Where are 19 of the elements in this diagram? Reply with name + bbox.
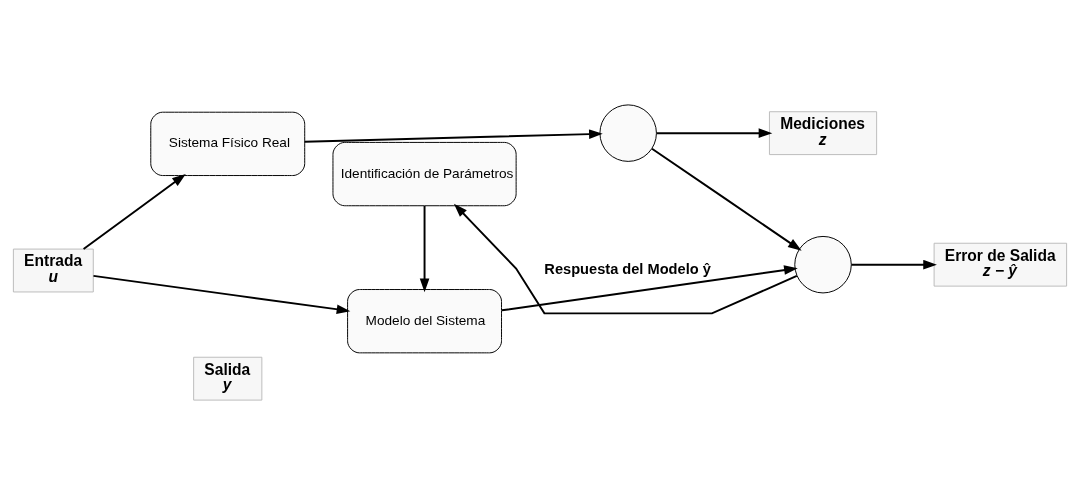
node-box: Identificación de Parámetros (332, 141, 517, 206)
node-box: Error de Salida z − ŷ (933, 242, 1068, 287)
arrow (303, 128, 603, 143)
node-circle (794, 235, 852, 293)
arrow (655, 127, 773, 138)
arrow (453, 203, 798, 314)
node-box: Modelo del Sistema (347, 288, 502, 353)
node-box: Mediciones z (768, 110, 878, 155)
node-circle (599, 103, 657, 162)
arrow (850, 259, 937, 269)
arrow (651, 147, 802, 251)
node-box: Sistema Físico Real (150, 111, 306, 176)
edge-label: Respuesta del Modelo ŷ (544, 260, 711, 277)
node-box: Entrada u (12, 248, 94, 292)
arrow (419, 204, 430, 292)
node-box: Salida y (193, 356, 263, 401)
arrow (501, 264, 798, 311)
arrow (92, 274, 351, 314)
arrow (82, 173, 186, 250)
